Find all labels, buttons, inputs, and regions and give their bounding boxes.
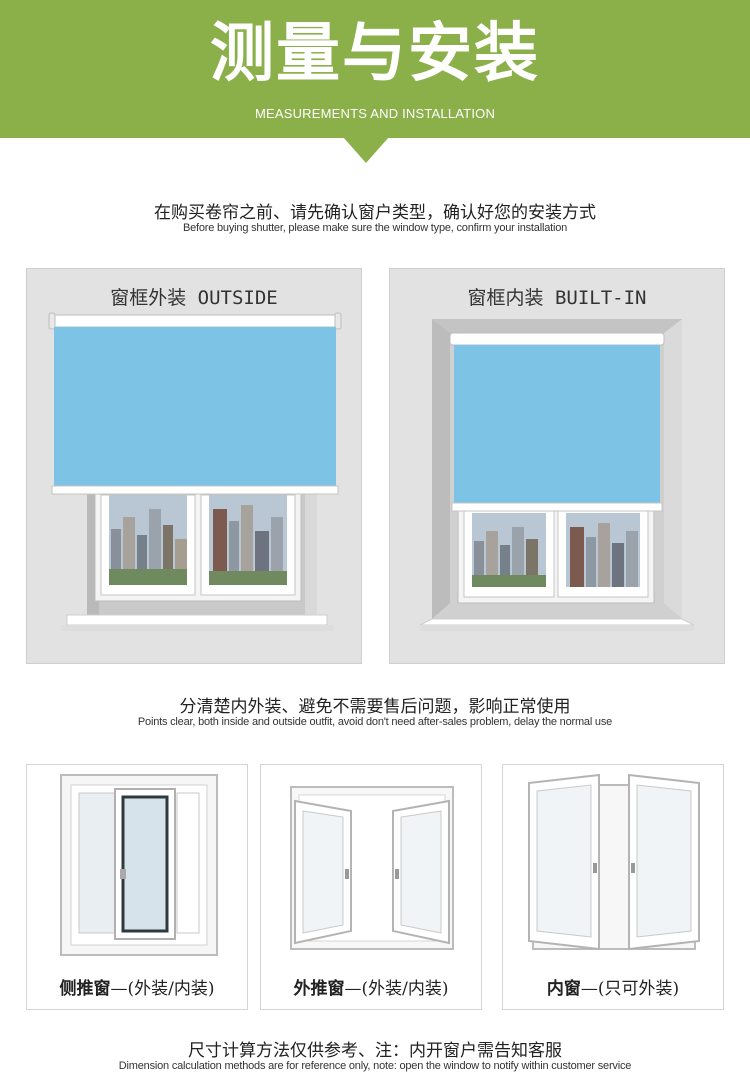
inward-casement-card: 内窗—(只可外装)	[502, 764, 724, 1010]
sliding-window-label: 侧推窗—(外装/内装)	[59, 979, 215, 999]
middle-caption-en: Points clear, both inside and outside ou…	[137, 716, 613, 728]
blind-fabric-outside	[54, 327, 336, 487]
footer-caption-cn: 尺寸计算方法仅供参考、注：内开窗户需告知客服	[188, 1041, 562, 1061]
outward-casement-icon	[290, 786, 454, 950]
header-banner: 测量与安装 MEASUREMENTS AND INSTALLATION	[0, 0, 750, 138]
outside-mount-panel: 窗框外装 OUTSIDE	[26, 268, 362, 664]
city-view-left	[109, 495, 187, 585]
inward-casement-icon	[528, 773, 700, 951]
outside-mount-illustration	[48, 312, 342, 631]
blind-fabric-builtin	[454, 345, 660, 503]
footer-caption-en: Dimension calculation methods are for re…	[118, 1060, 632, 1072]
page-subtitle: MEASUREMENTS AND INSTALLATION	[254, 106, 496, 121]
builtin-mount-illustration	[419, 319, 695, 631]
city-view-right-builtin	[566, 513, 640, 587]
sliding-window-card: 侧推窗—(外装/内装)	[26, 764, 248, 1010]
builtin-mount-panel: 窗框内装 BUILT-IN	[389, 268, 725, 664]
inward-casement-label: 内窗—(只可外装)	[546, 979, 680, 999]
page-title: 测量与安装	[210, 17, 540, 91]
outward-casement-card: 外推窗—(外装/内装)	[260, 764, 482, 1010]
middle-caption-cn: 分清楚内外装、避免不需要售后问题，影响正常使用	[179, 697, 571, 717]
city-view-right	[209, 495, 287, 585]
intro-caption-cn: 在购买卷帘之前、请先确认窗户类型，确认好您的安装方式	[154, 203, 596, 223]
banner-arrow-pointer	[343, 137, 389, 163]
builtin-mount-title: 窗框内装 BUILT-IN	[467, 287, 647, 309]
outside-mount-title: 窗框外装 OUTSIDE	[110, 287, 278, 309]
intro-caption-en: Before buying shutter, please make sure …	[182, 222, 568, 234]
outward-casement-label: 外推窗—(外装/内装)	[293, 979, 449, 999]
city-view-left-builtin	[472, 513, 546, 587]
sliding-window-icon	[60, 774, 218, 956]
